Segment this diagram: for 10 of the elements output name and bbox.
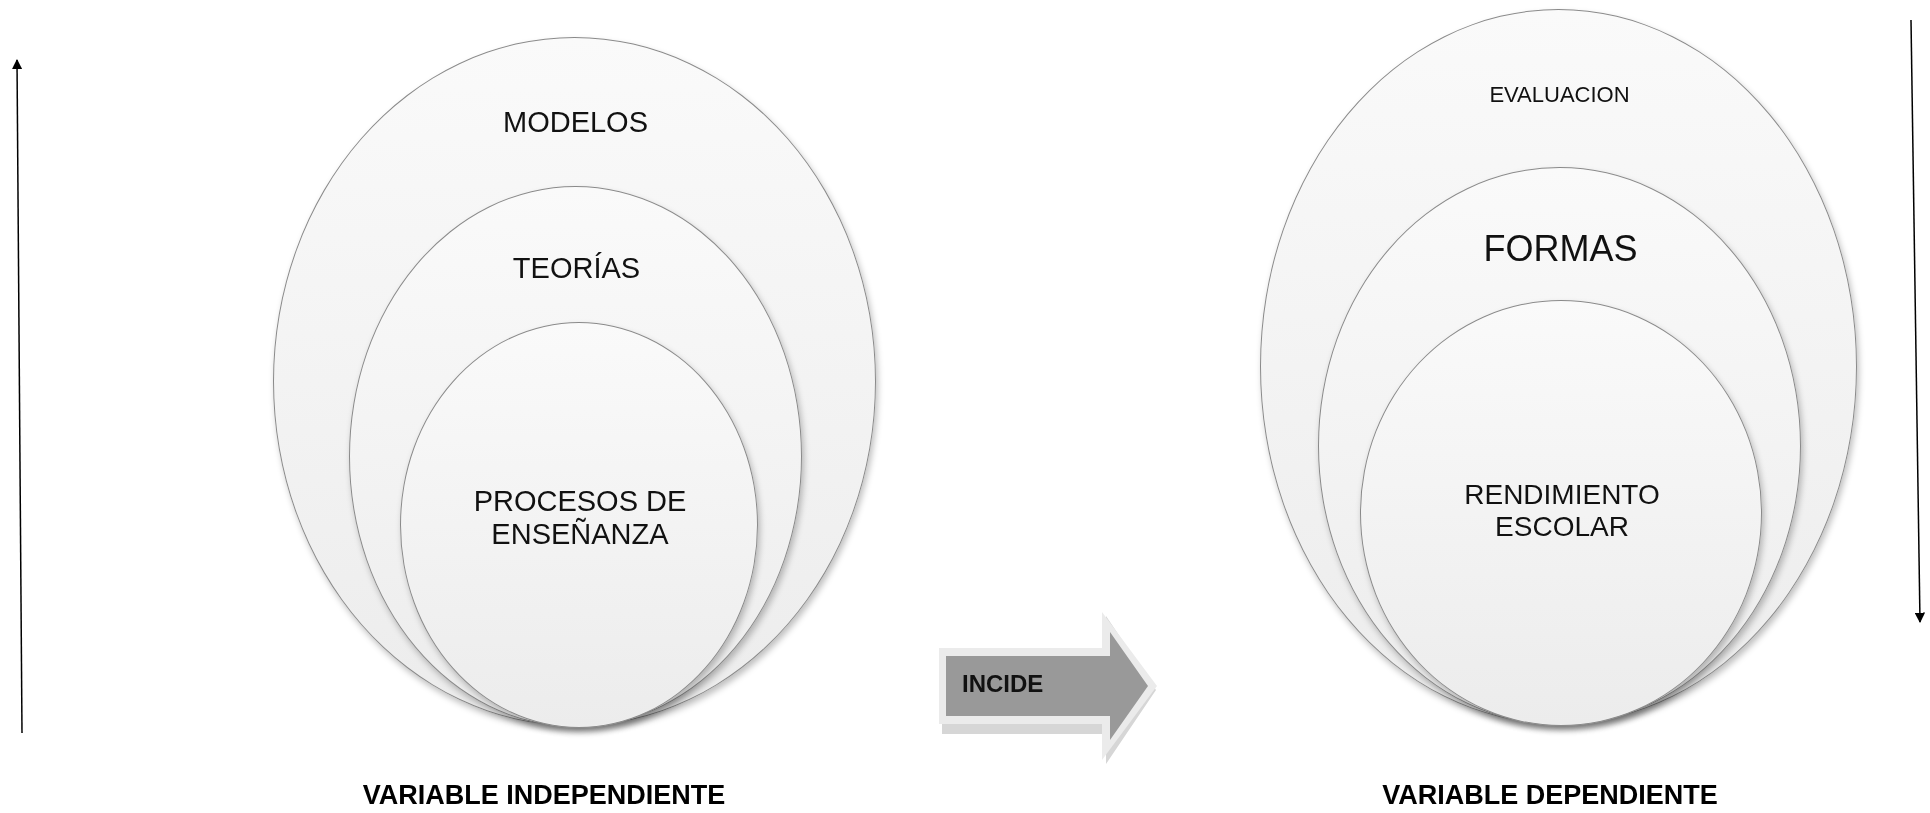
- ellipse-label: TEORÍAS: [511, 252, 642, 286]
- ellipse-label: PROCESOS DE ENSEÑANZA: [472, 485, 688, 552]
- ellipse-label: MODELOS: [502, 106, 649, 140]
- ellipse-label: RENDIMIENTO ESCOLAR: [1463, 479, 1661, 544]
- arrow-label: INCIDE: [962, 670, 1044, 698]
- variable-heading: VARIABLE INDEPENDIENTE: [362, 780, 726, 811]
- block-arrow: [936, 610, 1160, 766]
- ellipse-label: EVALUACION: [1488, 82, 1631, 108]
- ellipse-label: FORMAS: [1482, 228, 1639, 270]
- variable-heading: VARIABLE DEPENDIENTE: [1382, 780, 1718, 811]
